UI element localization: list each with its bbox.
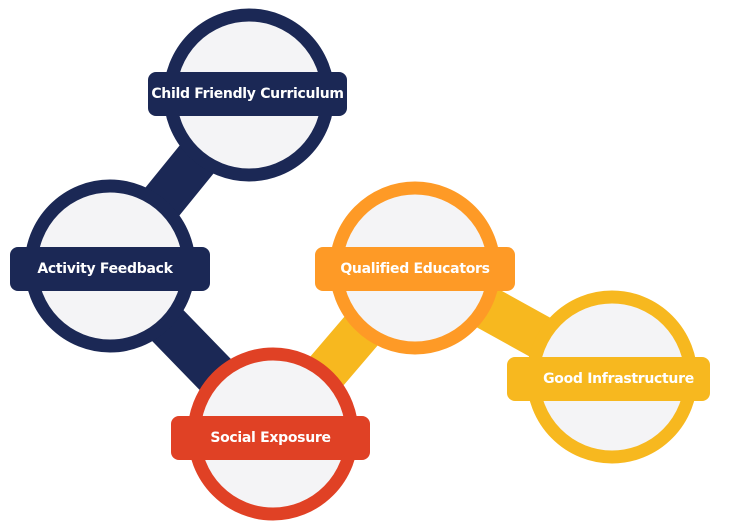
node-label-qualified-educators: Qualified Educators [315, 247, 515, 291]
node-label-social-exposure: Social Exposure [171, 416, 370, 460]
node-label-activity-feedback: Activity Feedback [10, 247, 210, 291]
node-label-good-infrastructure: Good Infrastructure [507, 357, 710, 401]
node-label-child-friendly-curriculum: Child Friendly Curriculum [148, 72, 347, 116]
